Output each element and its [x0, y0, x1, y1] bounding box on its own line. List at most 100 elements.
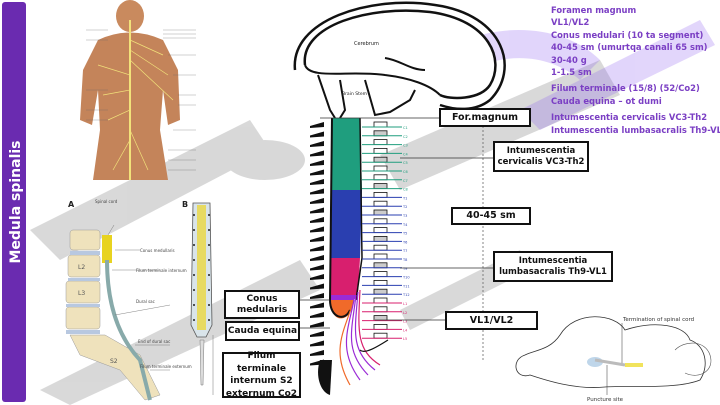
vertebra-tick [310, 179, 324, 185]
nerve-segment-label: C6 [403, 170, 408, 174]
vertebral-body [373, 218, 388, 225]
vertebral-body [373, 183, 388, 190]
filum-externum-caption: Filum terminale externum [140, 364, 192, 369]
sacral-segment [330, 295, 358, 300]
panel-a-label: A [68, 200, 75, 209]
vertebra-tick [310, 160, 324, 166]
callout-line: Intumescentia [506, 145, 576, 156]
nerve-segment-label: T10 [402, 276, 410, 280]
cauda-equina-callout: Cauda equina [225, 321, 300, 341]
vertebral-body [373, 235, 388, 242]
intumescentia-lumbosacralis-callout: Intumescentia lumbasacralis Th9-VL1 [493, 251, 613, 282]
vertebral-body [373, 253, 388, 260]
title-sidebar: Medula spinalis [2, 2, 26, 402]
vertebra-tick [310, 274, 324, 280]
cerebrum-shape [303, 9, 497, 100]
callout-line: lumbasacralis Th9-VL1 [499, 266, 607, 277]
vertebral-body [373, 323, 388, 330]
note-line: Intumescentia cervicalis VC3-Th2 [551, 112, 708, 123]
vertebra-l2: L2 [78, 264, 85, 271]
callout-line: externum Co2 [225, 388, 298, 399]
vertebral-body [373, 209, 388, 216]
conus-medullaris-caption: Conus medullaris [140, 248, 175, 253]
nerve-segment-label: L1 [403, 302, 407, 306]
nerve-segment-label: T1 [402, 196, 407, 200]
vertebral-body [373, 262, 388, 269]
nerve-segment-label: T3 [402, 214, 407, 218]
nerve-segment-label: L4 [403, 328, 408, 332]
vertebra-tick [310, 217, 324, 223]
vertebra-tick [310, 302, 324, 309]
nerve-segment-label: T2 [402, 205, 407, 209]
nerve-segment-label: T12 [402, 293, 410, 297]
vertebral-body [373, 288, 388, 295]
vertebral-body [373, 121, 388, 128]
nerve-segment-label: C5 [403, 161, 408, 165]
vertebra-tick [310, 122, 324, 128]
vertebral-column [310, 122, 324, 366]
nerve-segment-label: C8 [403, 188, 408, 192]
nerve-segment-label: C3 [403, 144, 408, 148]
vertebral-body [373, 139, 388, 146]
nerve-segment-label: T4 [402, 223, 408, 227]
nerve-segment-label: T8 [402, 258, 407, 262]
spinal-cord-diagram: Cerebrum Brain Stem C1C2C3C4C5C6C7C8T1T2… [293, 1, 506, 395]
vertebra-tick [310, 255, 324, 261]
vertebral-body [373, 279, 388, 286]
callout-line: Intumescentia [518, 255, 588, 266]
spinal-cord-caption: Spinal cord [95, 199, 118, 204]
lumbar-puncture-figure: Termination of spinal cord Puncture site [515, 316, 712, 403]
thoracic-segment [330, 190, 362, 258]
note-line: Conus medulari (10 ta segment) [551, 29, 704, 40]
vertebra-tick [310, 340, 324, 347]
vertebral-body [373, 200, 388, 207]
vertebra-tick [310, 331, 324, 337]
vertebra-tick [310, 283, 324, 290]
lumbar-section-figure: A B Spinal cord L2 L3 S2 Conus medullari… [65, 199, 214, 401]
vertebra-tick [310, 226, 324, 233]
nerve-segment-label: T11 [402, 284, 410, 288]
note-line: VL1/VL2 [551, 17, 590, 28]
vertebra-tick [310, 131, 324, 138]
vertebra-tick [310, 350, 324, 356]
end-dural-sac-caption: End of dural sac [138, 339, 170, 344]
vertebra-tick [310, 150, 324, 157]
vertebral-body [373, 244, 388, 251]
note-line: 1-1.5 sm [551, 67, 592, 78]
for-magnum-text: For.magnum [451, 111, 519, 123]
nerve-segment-label: C1 [403, 126, 408, 130]
note-line: Foramen magnum [551, 5, 637, 15]
for-magnum-callout: For.magnum [439, 108, 531, 127]
vertebra-tick [310, 312, 324, 318]
vertebral-body [373, 191, 388, 198]
vertebral-body [373, 306, 388, 313]
vertebra-tick [310, 236, 324, 242]
head [116, 0, 144, 32]
vertebra-tick [310, 264, 324, 271]
length-callout: 40-45 sm [451, 207, 531, 225]
nerve-segment-label: T7 [402, 249, 407, 253]
vertebra-tick [310, 293, 324, 299]
callout-line: medularis [236, 304, 288, 315]
panel-b-label: B [182, 200, 188, 209]
brain-stem-label: Brain Stem [342, 91, 367, 97]
filum-terminale-callout: Filum terminale internum S2 externum Co2 [222, 351, 301, 399]
vertebra-tick [310, 207, 324, 214]
note-line: Intumescentia lumbasacralis Th9-VL1 [551, 124, 720, 135]
vertebral-body [373, 297, 388, 304]
note-line: 30-40 g [551, 54, 587, 65]
vertebra-tick [310, 198, 324, 204]
vertebral-body [373, 165, 388, 172]
vertebra-tick [310, 245, 324, 252]
vertebral-body [373, 271, 388, 278]
vertebral-body [373, 332, 388, 339]
vertebral-body [373, 130, 388, 137]
termination-caption: Termination of spinal cord [622, 317, 694, 323]
note-line: Filum terminale (15/8) (52/Co2) [551, 83, 700, 94]
callout-line: Filum terminale [237, 351, 286, 374]
vertebra-s2: S2 [110, 358, 118, 365]
callout-line: cervicalis VC3-Th2 [497, 156, 585, 167]
puncture-site-caption: Puncture site [587, 397, 624, 403]
cerebrum-label: Cerebrum [354, 41, 379, 47]
nerve-segment-label: C2 [403, 135, 408, 139]
